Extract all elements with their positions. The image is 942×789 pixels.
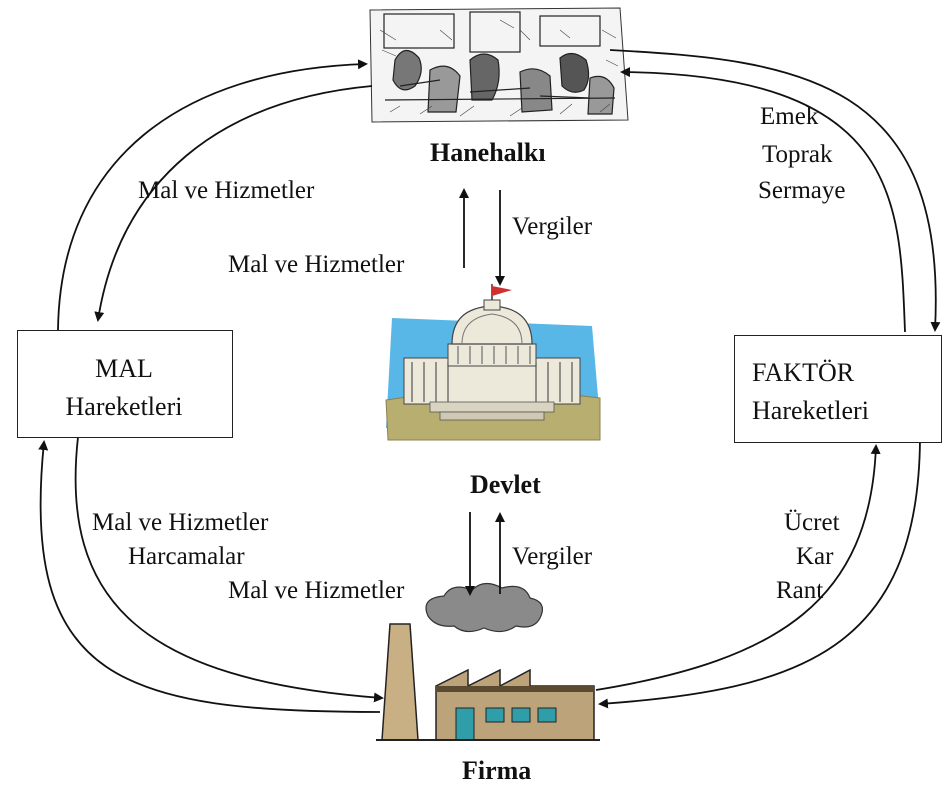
arrow-goods-market-to-household <box>57 59 368 331</box>
household-illustration <box>369 7 629 123</box>
label-income-wage: Ücret <box>784 509 840 536</box>
factor-market-label-1: FAKTÖR <box>752 358 855 387</box>
label-factor-capital: Sermaye <box>758 177 846 204</box>
label-spending: Harcamalar <box>128 543 245 570</box>
label-firm-taxes: Vergiler <box>512 543 593 570</box>
goods-market-label-2: Hareketleri <box>65 392 183 421</box>
arrow-factor-market-to-household <box>620 67 906 333</box>
label-firm-goods: Mal ve Hizmetler <box>92 509 269 536</box>
firm-title: Firma <box>462 756 532 785</box>
label-factor-labor: Emek <box>760 103 819 130</box>
label-income-rent: Rant <box>776 577 824 604</box>
arrow-firm-to-goods-market <box>38 440 381 713</box>
label-factor-land: Toprak <box>762 141 833 168</box>
arrow-firm-to-factor-market <box>595 444 881 691</box>
arrow-household-to-factor-market <box>609 49 941 332</box>
factor-market-box <box>734 335 942 443</box>
label-gov-to-firm-goods: Mal ve Hizmetler <box>228 577 405 604</box>
government-capitol-illustration <box>385 284 601 441</box>
factor-market-label-2: Hareketleri <box>752 396 869 425</box>
government-title: Devlet <box>470 470 541 499</box>
arrow-goods-market-to-firm <box>74 436 384 703</box>
goods-market-box <box>17 330 233 438</box>
flow-arrows <box>38 49 941 713</box>
household-title: Hanehalkı <box>430 138 546 167</box>
arrow-factor-market-to-firm <box>598 439 921 709</box>
label-household-taxes: Vergiler <box>512 213 593 240</box>
firm-factory-illustration <box>376 582 600 741</box>
goods-market-label-1: MAL <box>95 354 153 383</box>
label-goods-to-household: Mal ve Hizmetler <box>138 177 315 204</box>
label-income-profit: Kar <box>796 543 834 570</box>
label-gov-to-household-goods: Mal ve Hizmetler <box>228 251 405 278</box>
arrow-household-to-goods-market <box>94 85 373 322</box>
